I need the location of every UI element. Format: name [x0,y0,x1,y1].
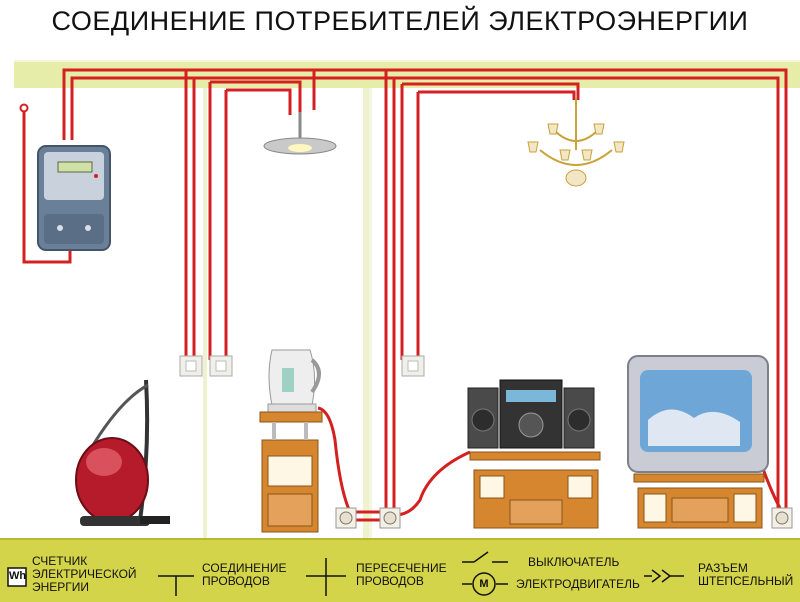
switch-legend-label: ВЫКЛЮЧАТЕЛЬ [528,555,620,569]
kettle-icon [267,349,321,413]
meter-symbol-label: Wh [9,570,27,582]
page-title: СОЕДИНЕНИЕ ПОТРЕБИТЕЛЕЙ ЭЛЕКТРОЭНЕРГИИ [51,6,749,36]
power-socket-icon [335,507,357,529]
switch-symbol-icon [462,551,508,563]
wiring-scene [14,60,800,538]
chandelier-icon [527,98,625,187]
meter-symbol-icon [7,567,27,587]
motor-symbol-icon [462,572,508,596]
crossing-legend-label: ПЕРЕСЕЧЕНИЕ ПРОВОДОВ [356,561,447,588]
electric-meter-icon [37,145,111,251]
light-switch-icon [179,355,203,377]
power-socket-icon [379,507,401,529]
legend-panel: Wh СЧЕТЧИК ЭЛЕКТРИЧЕСКОЙ ЭНЕРГИИ СОЕДИНЕ… [0,538,800,602]
music-center-icon [467,379,601,529]
wire-main-1 [62,68,788,520]
plug-legend-label: РАЗЪЕМ ШТЕПСЕЛЬНЫЙ [698,561,794,588]
kettle-stand [259,411,323,533]
television-icon [627,355,769,529]
meter-legend-label: СЧЕТЧИК ЭЛЕКТРИЧЕСКОЙ ЭНЕРГИИ [32,554,137,594]
plug-symbol-icon [644,569,684,583]
light-switch-icon [401,355,425,377]
light-switch-icon [209,355,233,377]
junction-legend-label: СОЕДИНЕНИЕ ПРОВОДОВ [202,561,287,588]
motor-legend-label: ЭЛЕКТРОДВИГАТЕЛЬ [516,577,640,591]
motor-symbol-label: M [479,578,489,590]
vacuum-cleaner-icon [75,379,170,526]
wire-main-2 [70,76,780,520]
ceiling-lamp-icon [263,112,337,155]
power-socket-icon [771,507,793,529]
